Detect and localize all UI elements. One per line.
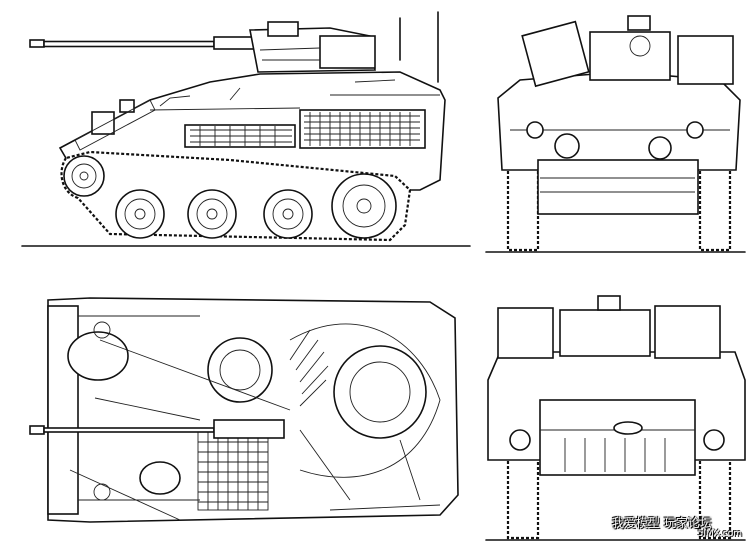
rear-left-track xyxy=(506,450,540,540)
watermark-text: 我爱模型 玩家论坛 xyxy=(612,516,712,530)
front-right-track xyxy=(698,164,732,252)
side-turret xyxy=(249,11,439,83)
top-gun-barrel xyxy=(29,419,285,439)
side-drive-sprocket xyxy=(63,155,105,197)
front-view xyxy=(485,15,746,253)
side-gun-barrel xyxy=(29,36,257,50)
side-road-wheels xyxy=(115,173,397,239)
side-mesh-panel xyxy=(190,112,420,146)
rear-right-track xyxy=(698,450,732,540)
front-left-track xyxy=(506,164,540,252)
rear-view xyxy=(485,295,746,541)
forum-watermark: 我爱模型 玩家论坛 5IMX.com xyxy=(608,514,750,542)
side-view xyxy=(21,11,471,247)
watermark-url: 5IMX.com xyxy=(697,529,742,539)
top-view xyxy=(29,297,459,523)
